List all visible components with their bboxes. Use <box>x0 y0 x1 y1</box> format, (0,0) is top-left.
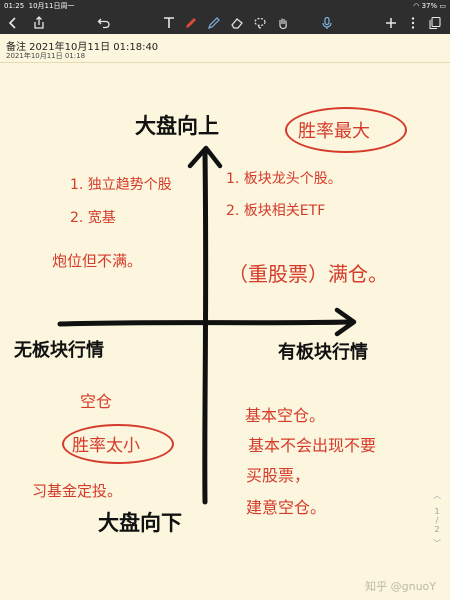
status-battery: ◠ 37% ▭ <box>413 0 446 12</box>
top-right-item-2: 2. 板块相关ETF <box>226 203 326 219</box>
top-left-item-1: 1. 独立趋势个股 <box>70 177 172 193</box>
chevron-up-icon[interactable]: ︿ <box>433 491 441 500</box>
top-right-note: （重股票）满仓。 <box>228 262 388 286</box>
vertical-axis <box>202 149 209 505</box>
top-right-item-1: 1. 板块龙头个股。 <box>226 171 342 187</box>
horizontal-axis <box>57 319 355 327</box>
page-indicator[interactable]: ︿ 1 / 2 ﹀ <box>432 490 442 549</box>
bottom-left-empty: 空仓 <box>80 392 113 411</box>
quadrant-axes <box>57 145 357 505</box>
note-header: 备注 2021年10月11日 01:18:40 2021年10月11日 01:1… <box>0 34 450 63</box>
bottom-left-note: 习基金定投。 <box>32 482 123 500</box>
watermark: 知乎 @gnuoY <box>365 580 436 593</box>
hand-icon[interactable] <box>274 14 292 32</box>
badge-circle-top-right <box>285 107 407 153</box>
note-subtitle: 2021年10月11日 01:18 <box>6 52 86 60</box>
page-total: 2 <box>434 525 440 534</box>
mic-icon[interactable] <box>318 14 336 32</box>
vertical-arrowhead <box>187 145 223 169</box>
status-bar: 01:25 10月11日周一 ◠ 37% ▭ <box>0 0 450 12</box>
back-chevron-icon[interactable] <box>4 14 22 32</box>
status-date: 10月11日周一 <box>28 2 75 10</box>
top-axis-label: 大盘向上 <box>135 114 219 138</box>
top-left-item-2: 2. 宽基 <box>70 210 116 226</box>
bottom-right-line-2: 基本不会出现不要 <box>248 436 377 455</box>
badge-best-odds: 胜率最大 <box>298 121 370 142</box>
pages-icon[interactable] <box>426 14 444 32</box>
horizontal-arrowhead <box>334 307 357 337</box>
share-icon[interactable] <box>30 14 48 32</box>
eraser-icon[interactable] <box>228 14 246 32</box>
pencil-icon[interactable] <box>205 14 223 32</box>
battery-icon: ▭ <box>439 2 446 10</box>
wifi-icon: ◠ <box>413 2 420 10</box>
badge-worst-odds: 胜率太小 <box>72 436 140 456</box>
text-icon[interactable] <box>160 14 178 32</box>
status-time-date: 01:25 10月11日周一 <box>4 0 74 12</box>
badge-circle-bottom-left <box>62 424 174 464</box>
add-icon[interactable] <box>382 14 400 32</box>
lasso-icon[interactable] <box>251 14 269 32</box>
bottom-right-line-1: 基本空仓。 <box>245 406 326 425</box>
more-icon[interactable] <box>404 14 422 32</box>
page-current: 1 <box>434 507 440 516</box>
bottom-axis-label: 大盘向下 <box>98 511 182 535</box>
pen-icon[interactable] <box>182 14 200 32</box>
bottom-right-line-3: 买股票， <box>246 466 311 485</box>
toolbar <box>0 12 450 34</box>
battery-percent: 37% <box>421 2 438 10</box>
chevron-down-icon[interactable]: ﹀ <box>433 539 441 548</box>
bottom-right-line-4: 建意空仓。 <box>246 498 327 517</box>
status-time: 01:25 <box>4 2 25 10</box>
right-axis-label: 有板块行情 <box>278 342 368 363</box>
note-title[interactable]: 备注 2021年10月11日 01:18:40 <box>6 42 159 53</box>
drawing-canvas[interactable]: 大盘向上 大盘向下 无板块行情 有板块行情 胜率最大 1. 独立趋势个股 2. … <box>0 62 450 600</box>
undo-icon[interactable] <box>95 14 113 32</box>
page-divider: / <box>435 516 439 525</box>
left-axis-label: 无板块行情 <box>14 340 104 361</box>
top-left-note: 炮位但不满。 <box>52 252 143 270</box>
